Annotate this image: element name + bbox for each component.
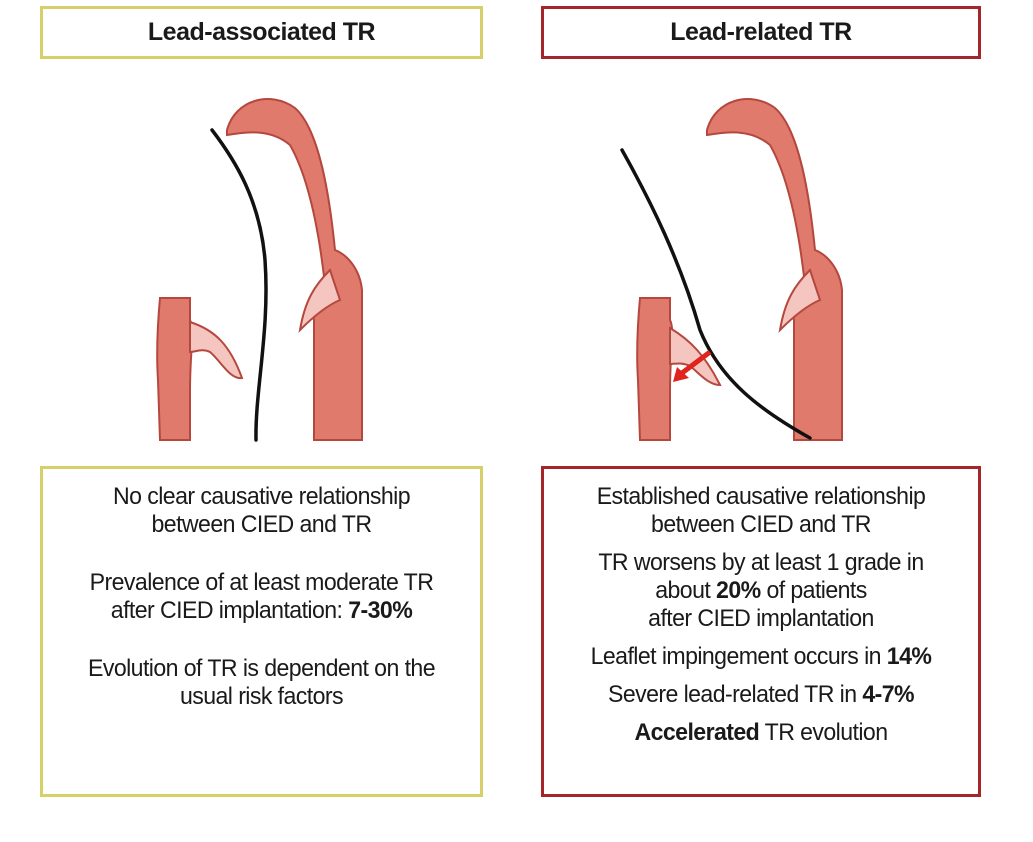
pacemaker-lead-icon xyxy=(620,148,812,440)
statement-text: of patients xyxy=(760,577,867,604)
statement-text: Severe lead-related TR in xyxy=(607,681,863,708)
statement-line: usual risk factors xyxy=(51,683,472,711)
vessel-arch xyxy=(226,98,363,441)
statement-line: after CIED implantation xyxy=(552,605,970,633)
statement-line: Severe lead-related TR in 4-7% xyxy=(552,681,970,709)
header-lead-related: Lead-related TR xyxy=(541,6,981,59)
leaflet-right xyxy=(778,268,822,333)
heart-vessel-diagram-left xyxy=(156,98,363,442)
statement-highlight: 7-30% xyxy=(348,597,413,624)
statement-text: Established causative relationship xyxy=(596,483,926,510)
statement-line: No clear causative relationship xyxy=(51,483,472,511)
statement-line: TR worsens by at least 1 grade in xyxy=(552,549,970,577)
heart-vessel-diagram-right xyxy=(620,98,843,441)
impingement-arrow-icon xyxy=(673,350,712,382)
statement-text: usual risk factors xyxy=(179,683,344,710)
leaflet-right xyxy=(298,268,342,333)
statement-paragraph: Accelerated TR evolution xyxy=(544,719,978,747)
statement-text: TR evolution xyxy=(759,719,888,746)
leaflet-left xyxy=(669,326,722,387)
statement-text: after CIED implantation xyxy=(648,605,874,632)
statement-highlight: Accelerated xyxy=(634,719,760,746)
statement-line: Accelerated TR evolution xyxy=(552,719,970,747)
heart-vessel-icon xyxy=(156,98,363,441)
statement-paragraph: Leaflet impingement occurs in 14% xyxy=(544,643,978,671)
vessel-left xyxy=(636,297,674,441)
header-lead-related-label: Lead-related TR xyxy=(670,18,852,46)
statement-line: about 20% of patients xyxy=(552,577,970,605)
statement-highlight: 20% xyxy=(716,577,761,604)
statement-text: Leaflet impingement occurs in xyxy=(590,643,887,670)
statement-highlight: 4-7% xyxy=(862,681,915,708)
statement-line: Leaflet impingement occurs in 14% xyxy=(552,643,970,671)
statement-line: after CIED implantation: 7-30% xyxy=(51,597,472,625)
statement-line: Prevalence of at least moderate TR xyxy=(51,569,472,597)
statement-text: Evolution of TR is dependent on the xyxy=(88,655,436,682)
leaflet-left xyxy=(189,320,244,380)
statement-line: Evolution of TR is dependent on the xyxy=(51,655,472,683)
statement-text: between CIED and TR xyxy=(151,511,373,538)
statement-paragraph: Severe lead-related TR in 4-7% xyxy=(544,681,978,709)
statement-line: Established causative relationship xyxy=(552,483,970,511)
vessel-left xyxy=(156,297,194,441)
statement-text: No clear causative relationship xyxy=(113,483,411,510)
statement-highlight: 14% xyxy=(886,643,932,670)
header-lead-associated-label: Lead-associated TR xyxy=(147,18,376,46)
statement-text: TR worsens by at least 1 grade in xyxy=(598,549,924,576)
heart-vessel-icon xyxy=(636,98,843,441)
statement-text: Prevalence of at least moderate TR xyxy=(89,569,434,596)
header-lead-associated: Lead-associated TR xyxy=(40,6,483,59)
statement-line: between CIED and TR xyxy=(51,511,472,539)
statement-line: between CIED and TR xyxy=(552,511,970,539)
statement-text: between CIED and TR xyxy=(651,511,871,538)
pacemaker-lead-icon xyxy=(210,128,268,442)
statement-text: after CIED implantation: xyxy=(110,597,349,624)
statement-text: about xyxy=(655,577,717,604)
vessel-arch xyxy=(706,98,843,441)
